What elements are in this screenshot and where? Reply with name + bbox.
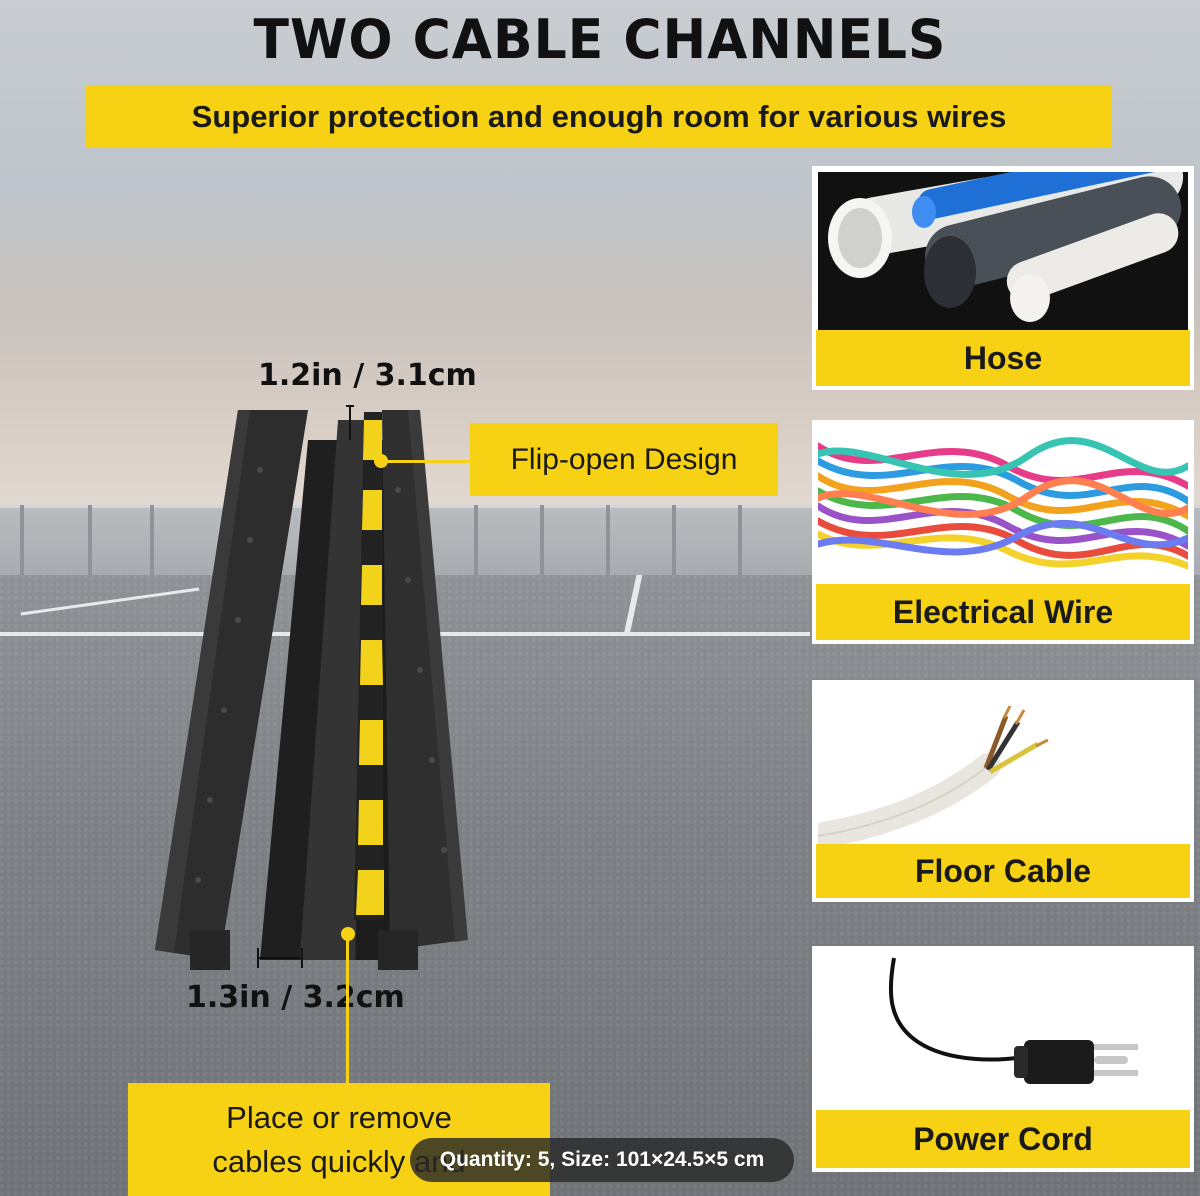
electrical-wire-label: Electrical Wire <box>816 584 1190 640</box>
leader-dot <box>341 927 355 941</box>
hose-photo-icon <box>818 172 1188 332</box>
wall-seam <box>540 505 544 575</box>
subtitle-text: Superior protection and enough room for … <box>191 99 1007 134</box>
floor-cable-label: Floor Cable <box>816 844 1190 898</box>
page-title: TWO CABLE CHANNELS <box>253 8 947 72</box>
top-dimension-label: 1.2in / 3.1cm <box>258 358 477 393</box>
power-cord-label: Power Cord <box>816 1110 1190 1168</box>
subtitle-banner: Superior protection and enough room for … <box>86 86 1112 148</box>
wall-seam <box>88 505 92 575</box>
wall-seam <box>738 505 742 575</box>
electrical-wire-photo-icon <box>818 426 1188 588</box>
power-cord-photo-icon <box>818 952 1188 1114</box>
wall-seam <box>672 505 676 575</box>
power-cord-card: Power Cord <box>812 946 1194 1172</box>
hose-label: Hose <box>816 330 1190 386</box>
wall-seam <box>150 505 154 575</box>
electrical-wire-card: Electrical Wire <box>812 420 1194 644</box>
wall-seam <box>474 505 478 575</box>
leader-dot <box>374 454 388 468</box>
wall-seam <box>20 505 24 575</box>
flip-open-text: Flip-open Design <box>510 442 738 476</box>
wall-seam <box>606 505 610 575</box>
leader-line <box>384 460 474 463</box>
quantity-size-chip: Quantity: 5, Size: 101×24.5×5 cm <box>410 1138 794 1182</box>
flip-open-callout: Flip-open Design <box>470 423 778 496</box>
place-remove-line1: Place or remove <box>226 1099 452 1135</box>
floor-cable-photo-icon <box>818 686 1188 846</box>
leader-line <box>346 936 349 1086</box>
hose-card: Hose <box>812 166 1194 390</box>
bottom-dimension-label: 1.3in / 3.2cm <box>186 980 405 1015</box>
cable-protector-ramp-icon <box>155 405 468 970</box>
floor-cable-card: Floor Cable <box>812 680 1194 902</box>
